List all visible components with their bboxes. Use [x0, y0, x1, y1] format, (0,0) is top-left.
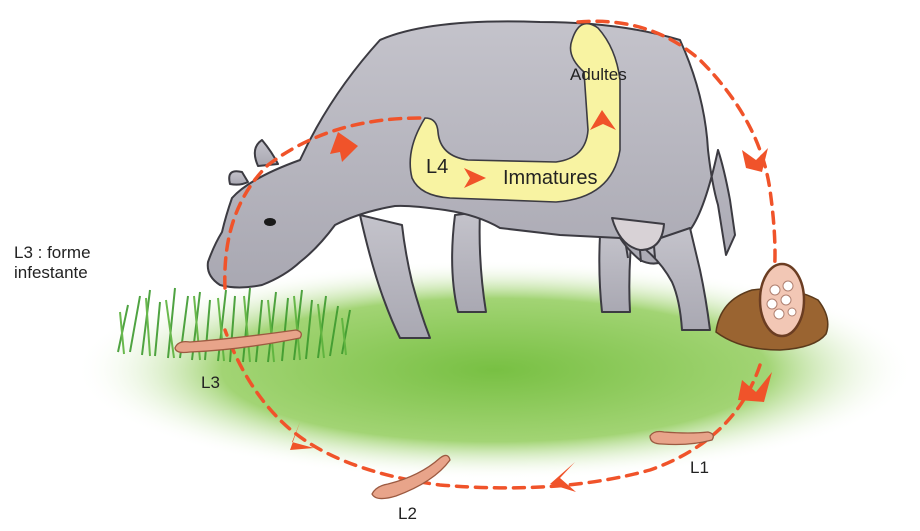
label-l3-forme-line1: L3 : forme — [14, 243, 91, 262]
label-l3: L3 — [201, 373, 220, 392]
larvae — [174, 329, 714, 500]
cycle-loop — [223, 19, 777, 490]
label-immatures: Immatures — [503, 167, 598, 189]
arrow-chevron-5 — [738, 372, 772, 402]
dung-pile — [715, 262, 829, 351]
intestine — [409, 22, 621, 203]
label-l2: L2 — [398, 504, 417, 523]
arrow-chevron-6 — [550, 462, 576, 492]
arrow-chevron-4 — [742, 148, 768, 172]
larva-l1 — [649, 430, 714, 446]
arrow-chevron-1 — [330, 132, 358, 162]
arrow-chevron-7 — [290, 422, 314, 450]
arrow-chevron-2 — [464, 168, 486, 188]
label-l3-forme-line2: infestante — [14, 262, 88, 282]
larva-l3 — [174, 329, 302, 354]
label-adultes: Adultes — [570, 65, 627, 84]
label-l3-forme-infestante: L3 : forme infestante — [14, 243, 91, 282]
label-l4: L4 — [426, 156, 449, 178]
larva-l2 — [371, 454, 451, 500]
grass-tuft — [117, 287, 351, 363]
cycle-arrows — [290, 110, 772, 492]
label-l1: L1 — [690, 458, 709, 477]
arrow-chevron-3 — [590, 110, 616, 130]
